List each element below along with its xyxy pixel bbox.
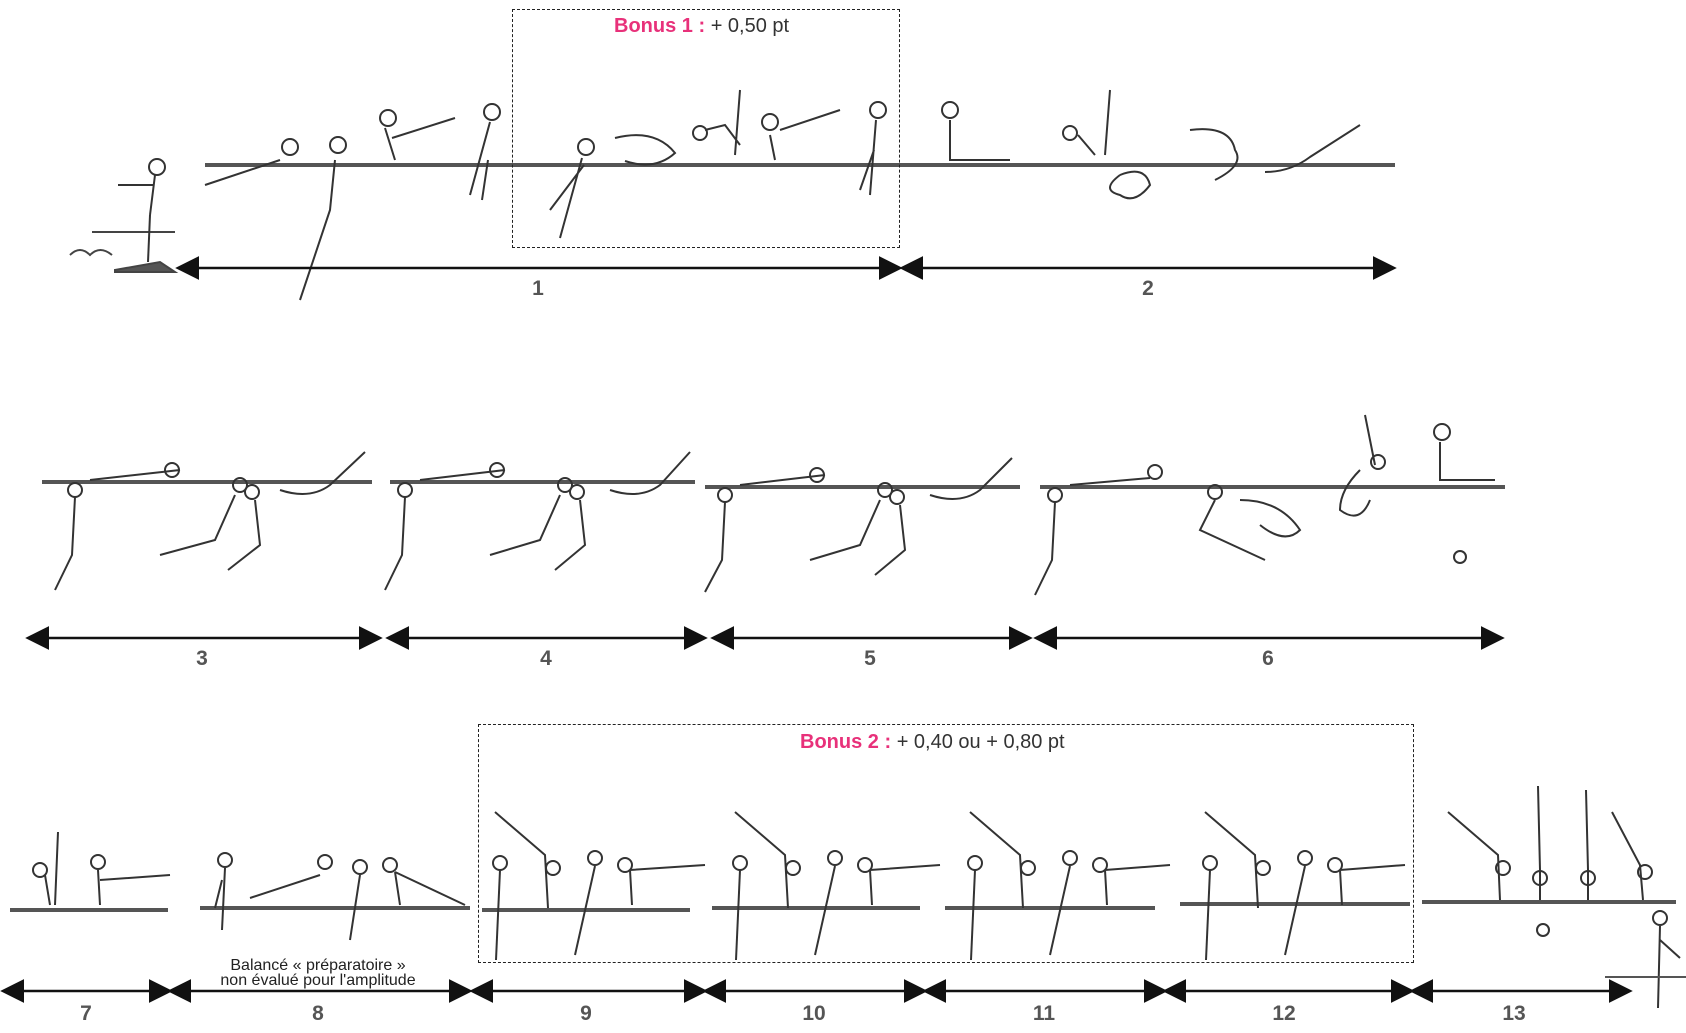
- bonus1-value: + 0,50 pt: [710, 15, 790, 37]
- bonus1-label: Bonus 1 :: [614, 15, 706, 37]
- phase-number: 5: [864, 647, 876, 670]
- phase-number: 6: [1262, 647, 1274, 670]
- phase8-note-line1: Balancé « préparatoire »: [230, 957, 406, 974]
- phase-number: 10: [802, 1002, 826, 1025]
- bonus2-value: + 0,40 ou + 0,80 pt: [896, 731, 1065, 753]
- phase-number: 12: [1272, 1002, 1296, 1025]
- gymnast-figures-row1: [204, 89, 1361, 301]
- bonus2-box: [478, 724, 1414, 963]
- phase-number: 9: [580, 1002, 592, 1025]
- bonus1-title: Bonus 1 : + 0,50 pt: [614, 15, 789, 38]
- bonus2-label: Bonus 2 :: [800, 731, 892, 753]
- bonus1-box: [512, 9, 900, 248]
- bonus2-title: Bonus 2 : + 0,40 ou + 0,80 pt: [800, 731, 1065, 754]
- beam-row2: [42, 480, 1505, 489]
- phase-number: 1: [532, 277, 544, 300]
- phase-number: 2: [1142, 277, 1154, 300]
- phase-number: 11: [1032, 1002, 1056, 1025]
- gymnast-figures-row3: [32, 785, 1686, 1009]
- phase-number: 13: [1502, 1002, 1526, 1025]
- phase-number: 3: [196, 647, 208, 670]
- phase-number: 8: [312, 1002, 324, 1025]
- gymnast-figures-row2: [54, 414, 1495, 596]
- phase-number: 4: [540, 647, 552, 670]
- phase-number: 7: [80, 1002, 92, 1025]
- gymnast-figure-icon: [118, 158, 166, 263]
- springboard-icon: [69, 231, 179, 273]
- phase8-note-line2: non évalué pour l'amplitude: [220, 972, 416, 989]
- phase8-note: Balancé « préparatoire » non évalué pour…: [220, 957, 416, 989]
